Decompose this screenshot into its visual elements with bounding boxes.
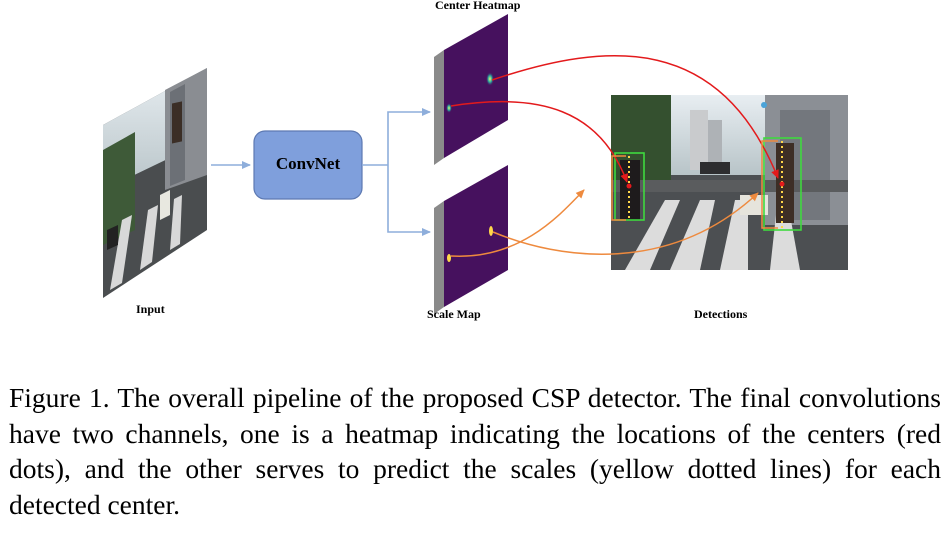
pipeline-figure: Center Heatmap ConvNet Input Scale Map D… bbox=[103, 0, 848, 321]
scale-map-panel bbox=[434, 165, 508, 314]
scale-bracket-left bbox=[611, 155, 626, 221]
label-scale-map: Scale Map bbox=[427, 307, 481, 321]
scale-bracket-right bbox=[761, 140, 778, 229]
figure-caption: Figure 1. The overall pipeline of the pr… bbox=[9, 382, 941, 520]
scale-arrow-right bbox=[492, 192, 759, 256]
label-detections: Detections bbox=[694, 307, 748, 321]
center-heatmap-panel bbox=[434, 14, 508, 165]
detection-box-right bbox=[763, 137, 802, 231]
label-input: Input bbox=[136, 302, 165, 316]
center-arrow-right bbox=[491, 54, 779, 179]
center-dot-right bbox=[779, 181, 785, 187]
detections-image bbox=[611, 95, 848, 270]
label-convnet: ConvNet bbox=[275, 154, 341, 173]
detection-box-left bbox=[614, 152, 645, 221]
center-arrow-left bbox=[450, 100, 628, 183]
flow-arrow-branch bbox=[362, 108, 431, 236]
label-center-heatmap: Center Heatmap bbox=[435, 0, 521, 12]
input-image bbox=[103, 68, 207, 298]
scale-arrow-left bbox=[450, 189, 585, 257]
center-dot-left bbox=[626, 183, 632, 189]
